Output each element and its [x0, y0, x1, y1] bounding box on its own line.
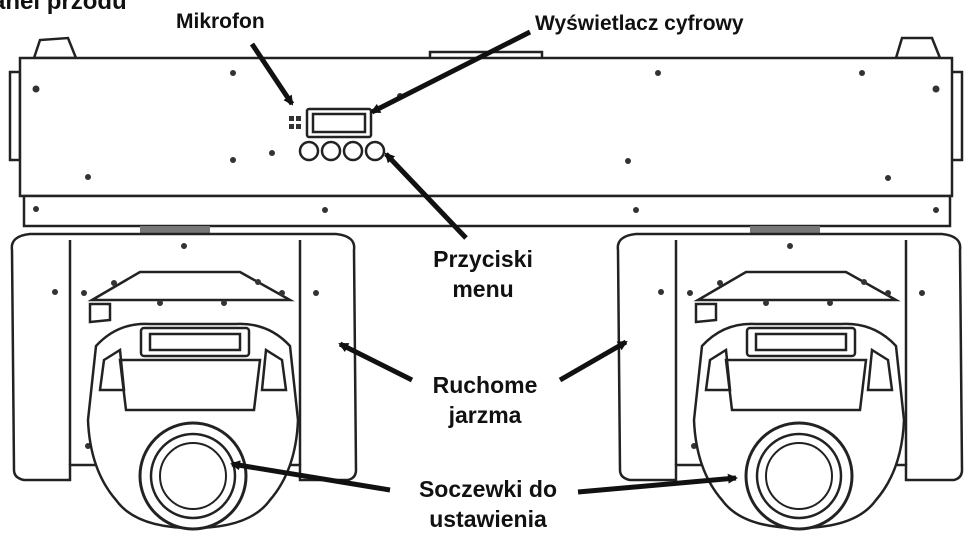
label-lenses: Soczewki do ustawienia: [388, 474, 588, 534]
top-right-handle: [894, 36, 942, 60]
label-lenses-line2: ustawienia: [429, 506, 547, 532]
moving-head-left: [10, 232, 358, 531]
digital-display: [305, 107, 373, 139]
label-lenses-line1: Soczewki do: [418, 476, 558, 502]
left-side-bracket: [8, 70, 22, 162]
label-moving-yokes: Ruchome jarzma: [420, 370, 550, 430]
fan-grilles: [140, 226, 820, 234]
base-bar: [8, 36, 964, 228]
arrow-lens-left: [230, 460, 391, 493]
label-microphone: Mikrofon: [176, 10, 265, 33]
label-menu-buttons-line1: Przyciski: [433, 246, 533, 272]
top-left-handle: [32, 36, 78, 60]
arrow-lens-right: [577, 473, 738, 495]
base-screws: [32, 70, 940, 213]
diagram-title: anel przodu: [0, 0, 127, 15]
lower-strip: [22, 194, 952, 228]
moving-head-right: [616, 232, 964, 531]
label-menu-buttons: Przyciski menu: [423, 244, 543, 304]
lens-left: [138, 421, 248, 531]
label-menu-buttons-line2: menu: [452, 276, 514, 302]
arrow-display: [370, 29, 532, 115]
label-moving-yokes-line1: Ruchome: [432, 372, 538, 398]
arrow-microphone: [249, 42, 295, 106]
arrow-yoke-right: [558, 339, 628, 383]
arrow-menu-buttons: [384, 152, 468, 240]
arrow-yoke-left: [338, 341, 414, 383]
microphone-icon: [289, 116, 301, 129]
yoke-left-screws: [52, 243, 319, 449]
label-moving-yokes-line2: jarzma: [448, 402, 522, 428]
lens-right: [744, 421, 854, 531]
label-digital-display: Wyświetlacz cyfrowy: [535, 12, 744, 35]
yoke-right-screws: [658, 243, 925, 449]
front-panel: [18, 56, 954, 198]
menu-buttons: [298, 140, 386, 162]
